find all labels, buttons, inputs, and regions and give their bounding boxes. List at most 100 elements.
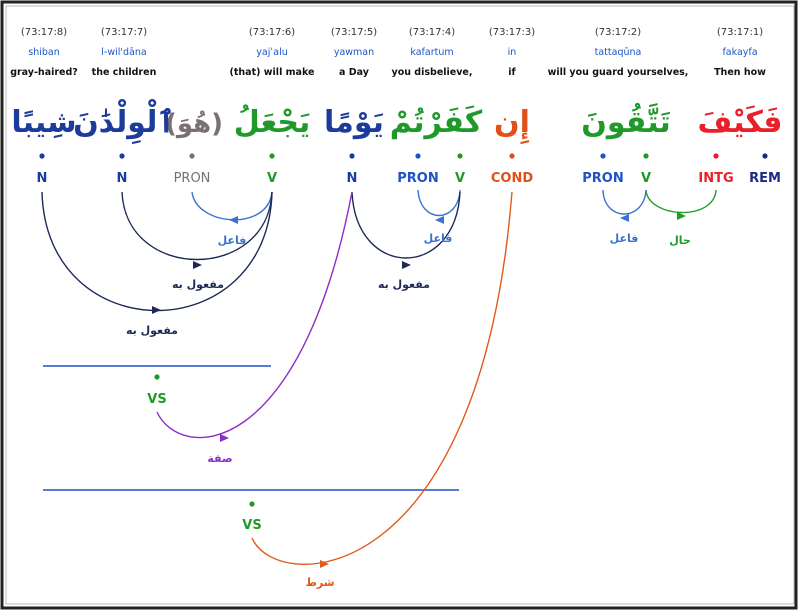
word-gloss: gray-haired? xyxy=(10,67,78,78)
arc-mafool xyxy=(351,191,461,259)
word-kafartum: (73:17:4) kafartum you disbelieve, كَفَر… xyxy=(390,27,483,140)
word-translit: l-wil'dāna xyxy=(101,47,146,58)
tag-vs: VS xyxy=(242,518,261,533)
node-dots xyxy=(39,153,768,507)
word-yawman: (73:17:5) yawman a Day يَوْمًا xyxy=(324,27,384,140)
tag-verb: V xyxy=(641,171,651,186)
node-dot xyxy=(643,153,649,159)
word-translit: kafartum xyxy=(410,47,453,58)
tag-pron: PRON xyxy=(582,171,623,186)
word-shiban: (73:17:8) shiban gray-haired? شِيبًا xyxy=(10,27,78,140)
word-arabic: يَجْعَلُ xyxy=(234,104,311,140)
word-arabic: فَكَيْفَ xyxy=(697,105,782,140)
label-mafool: مفعول به xyxy=(172,278,224,291)
word-ref: (73:17:7) xyxy=(101,27,147,38)
arrow-head xyxy=(229,216,238,224)
label-hal: حال xyxy=(669,234,691,247)
word-tattaquna: (73:17:2) tattaqūna will you guard yours… xyxy=(548,27,689,140)
arc-hal xyxy=(645,189,717,214)
word-ref: (73:17:4) xyxy=(409,27,455,38)
node-dot xyxy=(249,501,255,507)
arc-fael xyxy=(602,189,647,215)
word-fakayfa: (73:17:1) fakayfa Then how فَكَيْفَ xyxy=(697,27,782,140)
node-dot xyxy=(349,153,355,159)
word-ref: (73:17:3) xyxy=(489,27,535,38)
label-fael: فاعل xyxy=(424,232,453,245)
node-dot xyxy=(509,153,515,159)
pos-tags: REM INTG V PRON COND V PRON N V PRON N N… xyxy=(37,171,781,533)
label-sifa: صفة xyxy=(207,452,232,465)
node-dot xyxy=(269,153,275,159)
word-gloss: you disbelieve, xyxy=(392,67,473,78)
tag-rem: REM xyxy=(749,171,781,186)
word-translit: in xyxy=(508,47,517,58)
word-translit: yajʿalu xyxy=(256,47,287,58)
word-in: (73:17:3) in if إِن xyxy=(489,27,535,145)
tag-cond: COND xyxy=(491,171,533,186)
frame-inner xyxy=(5,5,795,605)
arc-fael xyxy=(417,189,461,216)
node-dot xyxy=(154,374,160,380)
node-dot xyxy=(189,153,195,159)
word-ref: (73:17:2) xyxy=(595,27,641,38)
relation-labels: حال فاعل فاعل فاعل مفعول به مفعول به مفع… xyxy=(126,232,691,589)
word-arabic: تَتَّقُونَ xyxy=(581,102,671,140)
node-dot xyxy=(762,153,768,159)
label-mafool: مفعول به xyxy=(126,324,178,337)
word-arabic: إِن xyxy=(494,105,530,145)
word-ref: (73:17:6) xyxy=(249,27,295,38)
arrow-head xyxy=(620,214,629,222)
node-dot xyxy=(457,153,463,159)
word-gloss: Then how xyxy=(714,67,766,78)
node-dot xyxy=(119,153,125,159)
arc-shart xyxy=(251,191,513,566)
word-gloss: a Day xyxy=(339,67,370,78)
word-gloss: will you guard yourselves, xyxy=(548,67,689,78)
node-dot xyxy=(713,153,719,159)
arc-sifa xyxy=(156,191,353,439)
word-yajalu: (73:17:6) yajʿalu (that) will make يَجْع… xyxy=(165,27,315,140)
word-translit: shiban xyxy=(28,47,59,58)
word-translit: yawman xyxy=(334,47,374,58)
word-ref: (73:17:5) xyxy=(331,27,377,38)
arrow-head xyxy=(402,261,411,269)
arrow-head xyxy=(220,434,229,442)
tag-noun: N xyxy=(117,171,128,186)
tag-verb: V xyxy=(267,171,277,186)
tag-pron: PRON xyxy=(174,171,211,186)
node-dot xyxy=(415,153,421,159)
word-gloss: if xyxy=(508,67,516,78)
arrow-head xyxy=(152,306,161,314)
arc-mafool xyxy=(121,191,273,261)
word-lwildana: (73:17:7) l-wil'dāna the children ٱلْوِل… xyxy=(73,27,175,145)
tag-noun: N xyxy=(37,171,48,186)
arrow-head xyxy=(320,560,329,568)
word-ref: (73:17:8) xyxy=(21,27,67,38)
node-dot xyxy=(600,153,606,159)
hidden-pronoun: (هُوَ) xyxy=(165,109,223,139)
word-arabic: كَفَرْتُمْ xyxy=(390,105,483,140)
label-fael: فاعل xyxy=(218,234,247,247)
tag-vs: VS xyxy=(147,392,166,407)
word-gloss: the children xyxy=(92,67,157,78)
word-translit: tattaqūna xyxy=(595,47,642,58)
tag-noun: N xyxy=(347,171,358,186)
label-shart: شرط xyxy=(305,576,334,589)
tag-intg: INTG xyxy=(698,171,733,186)
word-ref: (73:17:1) xyxy=(717,27,763,38)
label-fael: فاعل xyxy=(610,232,639,245)
tag-verb: V xyxy=(455,171,465,186)
word-gloss: (that) will make xyxy=(230,67,315,78)
word-arabic: ٱلْوِلْدَٰنَ xyxy=(73,99,175,145)
arrow-heads xyxy=(152,212,686,568)
word-arabic: شِيبًا xyxy=(11,105,76,140)
node-dot xyxy=(39,153,45,159)
arrow-head xyxy=(193,261,202,269)
tag-pron: PRON xyxy=(397,171,438,186)
arrow-head xyxy=(435,216,444,224)
word-arabic: يَوْمًا xyxy=(324,105,384,140)
label-mafool: مفعول به xyxy=(378,278,430,291)
